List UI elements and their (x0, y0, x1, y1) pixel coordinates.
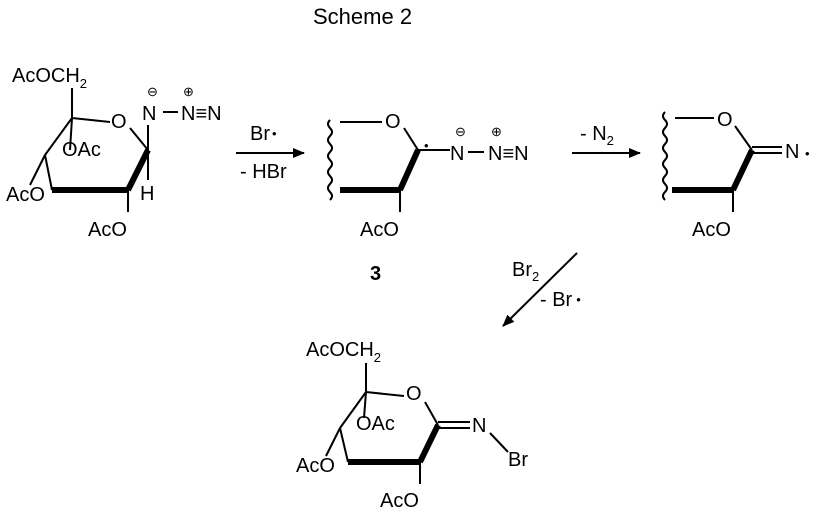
oac-label-4: OAc (356, 413, 395, 435)
imine-n-4: N (472, 415, 486, 437)
oac-label-1: OAc (62, 139, 101, 161)
radical-dot-3: • (805, 146, 810, 161)
compound-3-label: 3 (370, 263, 381, 285)
azide-n2: N (450, 143, 464, 165)
radical-intermediate-3: O • N ⊖ N≡N ⊕ AcO 3 (327, 111, 529, 285)
minus-charge-1: ⊖ (147, 84, 158, 99)
azide-n1: N (142, 103, 156, 125)
ring-oxygen-3: O (717, 109, 733, 131)
glucosyl-azide-molecule: AcOCH2 O OAc AcO AcO H N ⊖ N≡N ⊕ (6, 65, 222, 241)
arrow-step-1: Br• - HBr (236, 123, 305, 183)
ring-oxygen-1: O (111, 111, 127, 133)
scheme-title: Scheme 2 (313, 4, 412, 29)
acoch2-label-4: AcOCH2 (306, 339, 381, 365)
reagent-br2: Br2 (512, 259, 539, 284)
imine-n-3: N (785, 141, 799, 163)
azide-nn-2: N≡N (488, 143, 529, 165)
acoch2-label: AcOCH2 (12, 65, 87, 91)
aco-label-2: AcO (360, 219, 399, 241)
anomeric-h: H (140, 183, 154, 205)
reagent-br-radical: Br• (250, 123, 277, 145)
aco-label-4a: AcO (296, 455, 335, 477)
radical-dot-2: • (424, 138, 429, 153)
iminyl-radical-molecule: O N • AcO (662, 109, 810, 241)
plus-charge-2: ⊕ (491, 124, 502, 139)
minus-charge-2: ⊖ (455, 124, 466, 139)
aco-label-3: AcO (692, 219, 731, 241)
plus-charge-1: ⊕ (183, 84, 194, 99)
ring-oxygen-2: O (385, 111, 401, 133)
ring-oxygen-4: O (406, 383, 422, 405)
arrow-step-2: - N2 (572, 123, 641, 158)
arrow-step-3: Br2 - Br• (502, 252, 581, 327)
n-bromo-product-molecule: AcOCH2 O OAc AcO AcO N Br (296, 339, 528, 512)
reagent-minus-br-radical: - Br• (540, 289, 581, 311)
azide-nn-1: N≡N (181, 103, 222, 125)
aco-label-1b: AcO (88, 219, 127, 241)
aco-label-4b: AcO (380, 490, 419, 512)
bromine-label: Br (508, 449, 528, 471)
reagent-minus-n2: - N2 (580, 123, 614, 148)
reagent-minus-hbr: - HBr (240, 161, 287, 183)
aco-label-1a: AcO (6, 184, 45, 206)
